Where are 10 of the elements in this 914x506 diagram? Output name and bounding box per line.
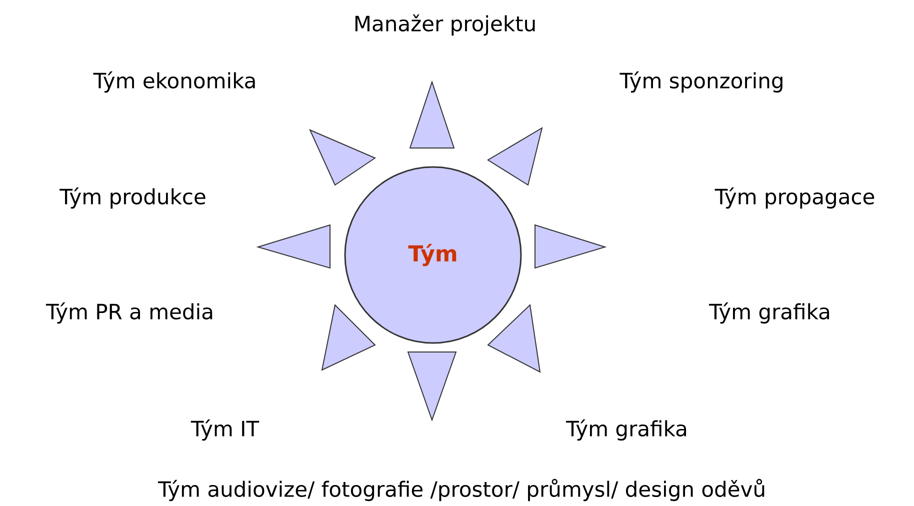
team-label: Tým audiovize/ fotografie /prostor/ průmysl/ design oděvů [158, 478, 764, 502]
team-label: Tým PR a media [46, 302, 212, 324]
team-label: Tým grafika [566, 419, 686, 441]
team-label: Tým sponzoring [620, 71, 782, 93]
team-label: Tým IT [190, 419, 260, 441]
team-label: Tým grafika [709, 302, 830, 324]
team-label: Manažer projektu [355, 14, 535, 36]
team-label: Tým propagace [714, 187, 874, 209]
team-label: Tým ekonomika [93, 71, 255, 93]
team-label: Tým produkce [60, 187, 206, 209]
